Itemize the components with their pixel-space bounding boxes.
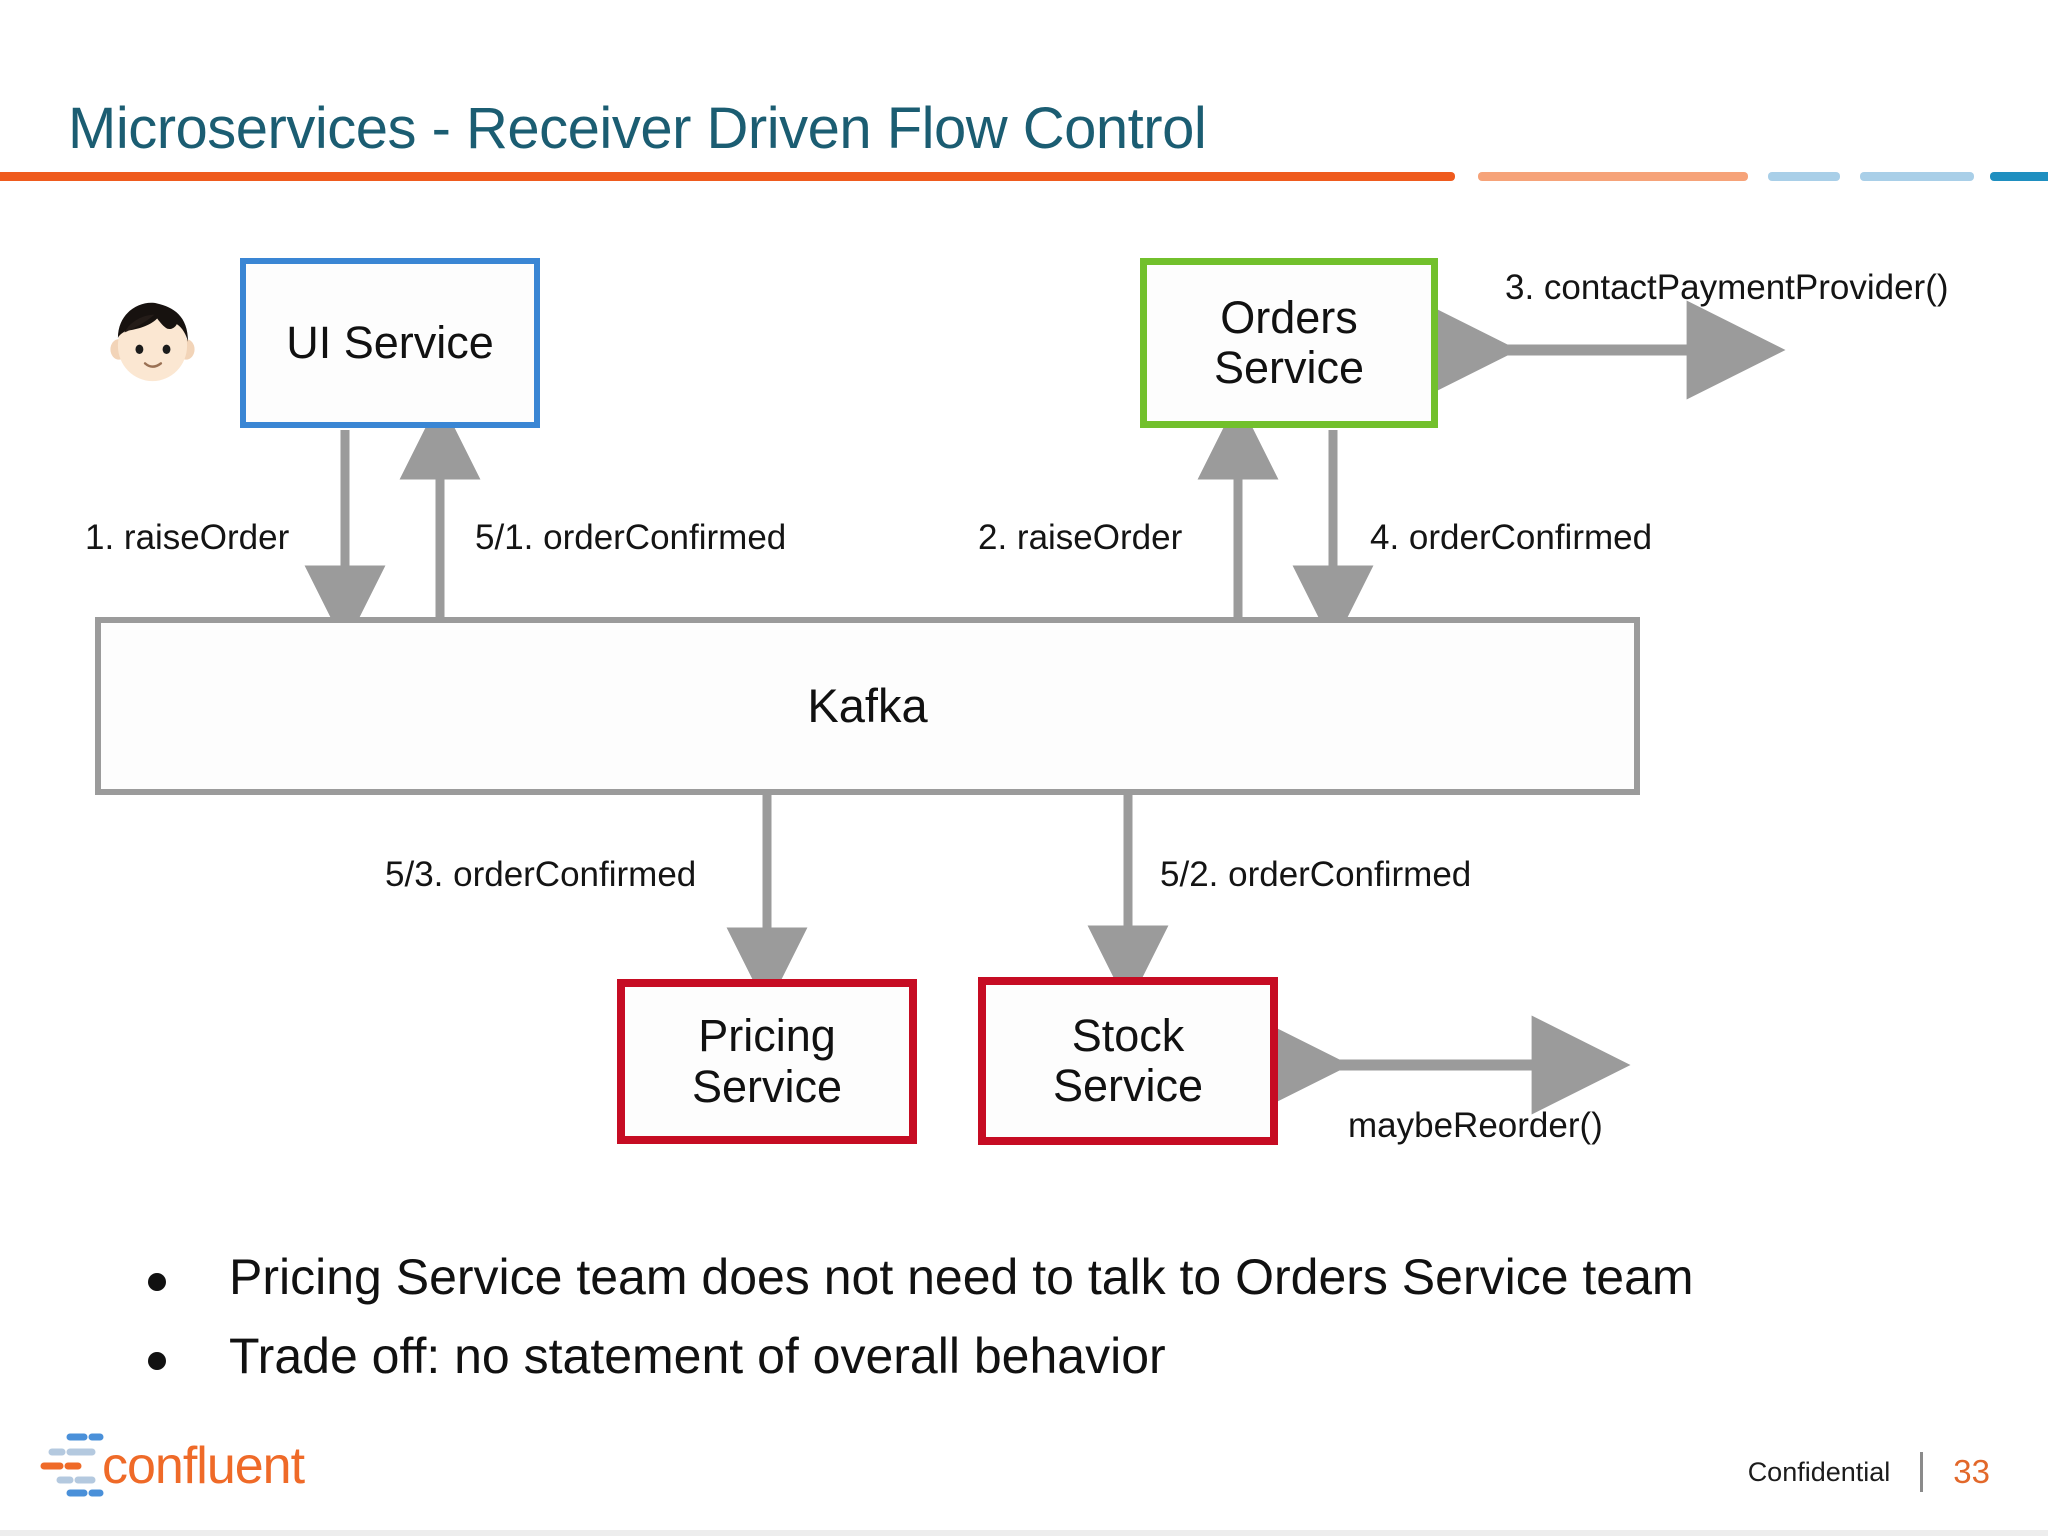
confluent-wordmark: confluent bbox=[102, 1437, 306, 1495]
page-number: 33 bbox=[1953, 1453, 1990, 1490]
header-divider bbox=[0, 0, 2048, 190]
node-pricing-line1: Pricing bbox=[698, 1010, 836, 1062]
user-avatar-icon bbox=[110, 302, 195, 382]
edge-label-order-confirmed-51: 5/1. orderConfirmed bbox=[475, 518, 787, 557]
footer-right: Confidential 33 bbox=[1748, 1452, 1990, 1492]
node-ui-service[interactable]: UI Service bbox=[240, 258, 540, 428]
edge-label-order-confirmed-4: 4. orderConfirmed bbox=[1370, 518, 1653, 557]
confluent-logo: confluent bbox=[40, 1433, 307, 1497]
node-pricing-service[interactable]: Pricing Service bbox=[617, 979, 917, 1144]
node-pricing-line2: Service bbox=[691, 1060, 843, 1112]
confidential-label: Confidential bbox=[1747, 1456, 1891, 1487]
edge-label-raise-order-1: 1. raiseOrder bbox=[85, 518, 290, 557]
bullet-text: Trade off: no statement of overall behav… bbox=[229, 1328, 1166, 1384]
node-orders-line2: Service bbox=[1213, 342, 1365, 393]
node-orders-service-label: Orders Service bbox=[1213, 291, 1365, 394]
node-stock-service[interactable]: Stock Service bbox=[978, 977, 1278, 1145]
node-kafka[interactable]: Kafka bbox=[95, 617, 1640, 795]
list-item: Trade off: no statement of overall behav… bbox=[148, 1327, 1948, 1386]
node-orders-line1: Orders bbox=[1220, 291, 1358, 343]
node-stock-line1: Stock bbox=[1071, 1009, 1185, 1061]
page-title: Microservices - Receiver Driven Flow Con… bbox=[68, 96, 1207, 161]
divider-segment-5 bbox=[1990, 172, 2048, 181]
bottom-edge bbox=[0, 1530, 2048, 1536]
divider-segment-3 bbox=[1768, 172, 1840, 181]
divider-segment-1 bbox=[0, 172, 1455, 181]
node-pricing-service-label: Pricing Service bbox=[691, 1010, 843, 1112]
node-orders-service[interactable]: Orders Service bbox=[1140, 258, 1438, 428]
edge-label-maybe-reorder: maybeReorder() bbox=[1348, 1106, 1603, 1145]
edge-label-contact-payment-provider: 3. contactPaymentProvider() bbox=[1505, 268, 1949, 307]
node-kafka-label: Kafka bbox=[807, 678, 928, 732]
node-ui-service-label: UI Service bbox=[286, 316, 494, 368]
divider-segment-4 bbox=[1860, 172, 1974, 181]
list-item: Pricing Service team does not need to ta… bbox=[148, 1248, 1948, 1307]
edge-label-raise-order-2: 2. raiseOrder bbox=[978, 518, 1183, 557]
divider-segment-2 bbox=[1478, 172, 1748, 181]
edge-label-order-confirmed-52: 5/2. orderConfirmed bbox=[1160, 855, 1472, 894]
node-stock-line2: Service bbox=[1052, 1060, 1204, 1111]
bullet-dot-icon bbox=[148, 1273, 166, 1291]
edge-label-order-confirmed-53: 5/3. orderConfirmed bbox=[385, 855, 697, 894]
node-stock-service-label: Stock Service bbox=[1052, 1009, 1204, 1112]
bullet-dot-icon bbox=[148, 1352, 166, 1370]
bullet-text: Pricing Service team does not need to ta… bbox=[229, 1249, 1694, 1305]
footer-divider bbox=[1920, 1452, 1924, 1492]
bullet-list: Pricing Service team does not need to ta… bbox=[148, 1248, 1948, 1406]
